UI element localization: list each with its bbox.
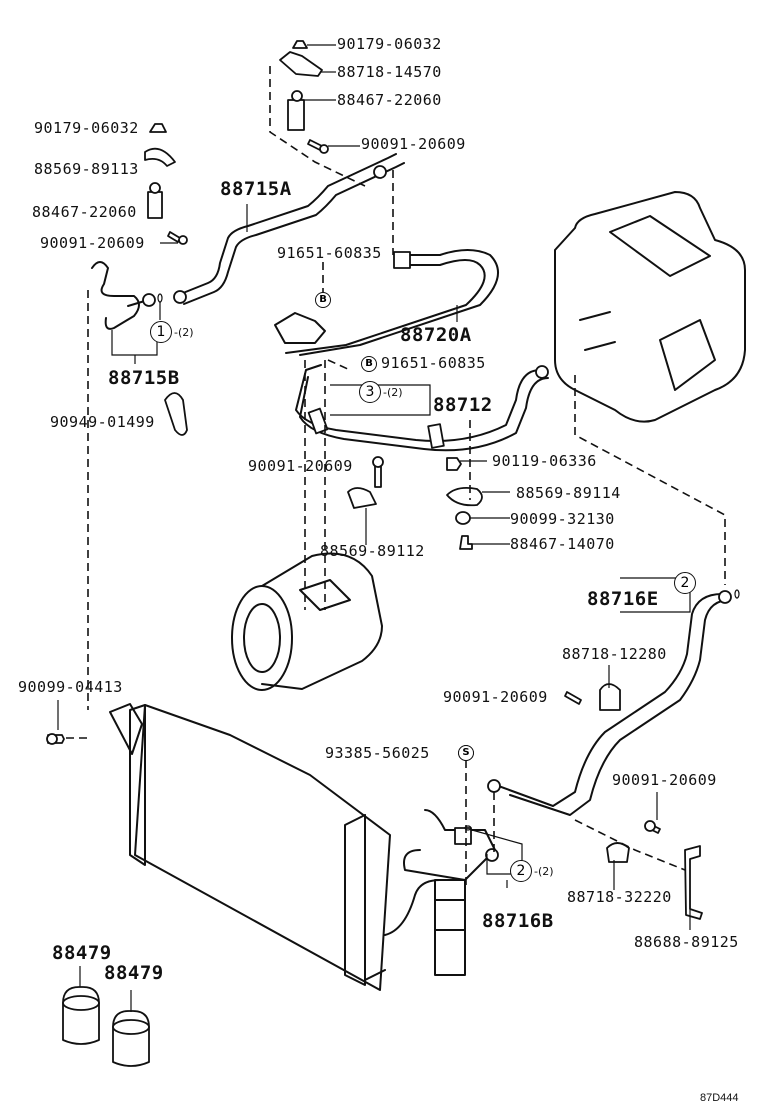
cushion-icon [62, 986, 100, 1045]
bolt-icon [307, 139, 329, 154]
part-label[interactable]: 88716E [587, 588, 659, 610]
callout-circle: 1 [150, 321, 172, 343]
letter-mark-s: S [458, 745, 474, 761]
evaporator-unit-icon [554, 191, 746, 423]
callout-circle: 3 [359, 381, 381, 403]
bolt-icon [167, 231, 188, 245]
part-label[interactable]: 90091-20609 [361, 135, 466, 153]
clamp-icon [164, 392, 188, 436]
part-label[interactable]: 88718-12280 [562, 645, 667, 663]
bolt-icon [644, 820, 661, 834]
receiver-drier-icon [434, 879, 466, 976]
part-label[interactable]: 88712 [433, 394, 493, 416]
part-label[interactable]: 90099-04413 [18, 678, 123, 696]
nut-icon [455, 511, 471, 525]
callout-circle: 2 [510, 860, 532, 882]
letter-mark-b: B [361, 356, 377, 372]
diagram-code: 87D444 [700, 1092, 739, 1104]
bolt-icon [446, 457, 462, 471]
bolt-icon [46, 733, 65, 745]
valve-icon [459, 535, 473, 550]
part-label[interactable]: 88467-22060 [337, 91, 442, 109]
callout-qty: -(2) [383, 386, 403, 399]
callout-qty: -(2) [174, 326, 194, 339]
letter-mark-b: B [315, 292, 331, 308]
part-label[interactable]: 88716B [482, 910, 554, 932]
bracket-icon [279, 51, 323, 77]
part-label[interactable]: 88479 [52, 942, 112, 964]
part-label[interactable]: 88688-89125 [634, 933, 739, 951]
callout-qty: -(2) [534, 865, 554, 878]
part-label[interactable]: 88569-89113 [34, 160, 139, 178]
part-label[interactable]: 91651-60835 [277, 244, 382, 262]
clamp-icon [446, 486, 483, 507]
part-label[interactable]: 88715A [220, 178, 292, 200]
pressure-switch-icon [147, 182, 163, 219]
part-label[interactable]: 88569-89114 [516, 484, 621, 502]
part-label[interactable]: 90119-06336 [492, 452, 597, 470]
part-label[interactable]: 88718-14570 [337, 63, 442, 81]
part-label[interactable]: 90949-01499 [50, 413, 155, 431]
part-label[interactable]: 90091-20609 [40, 234, 145, 252]
clamp-icon [599, 683, 621, 711]
part-label[interactable]: 88479 [104, 962, 164, 984]
clamp-icon [347, 487, 377, 509]
pressure-switch-icon [287, 90, 305, 131]
nut-icon [292, 40, 308, 49]
compressor-icon [231, 552, 383, 691]
nut-icon [149, 123, 167, 133]
part-label[interactable]: 90091-20609 [248, 457, 353, 475]
bolt-icon [372, 456, 384, 488]
bracket-icon [684, 845, 703, 920]
cushion-icon [112, 1010, 150, 1067]
part-label[interactable]: 88467-14070 [510, 535, 615, 553]
clamp-icon [144, 147, 176, 167]
part-label[interactable]: 90091-20609 [443, 688, 548, 706]
part-label[interactable]: 93385-56025 [325, 744, 430, 762]
part-label[interactable]: 90179-06032 [337, 35, 442, 53]
part-label[interactable]: 90179-06032 [34, 119, 139, 137]
condenser-icon [109, 703, 391, 991]
part-label[interactable]: 90091-20609 [612, 771, 717, 789]
part-label[interactable]: 88715B [108, 367, 180, 389]
bolt-icon [564, 691, 582, 705]
part-label[interactable]: 88467-22060 [32, 203, 137, 221]
part-label[interactable]: 91651-60835 [381, 354, 486, 372]
part-label[interactable]: 88569-89112 [320, 542, 425, 560]
part-label[interactable]: 90099-32130 [510, 510, 615, 528]
part-label[interactable]: 88720A [400, 324, 472, 346]
part-label[interactable]: 88718-32220 [567, 888, 672, 906]
callout-circle: 2 [674, 572, 696, 594]
